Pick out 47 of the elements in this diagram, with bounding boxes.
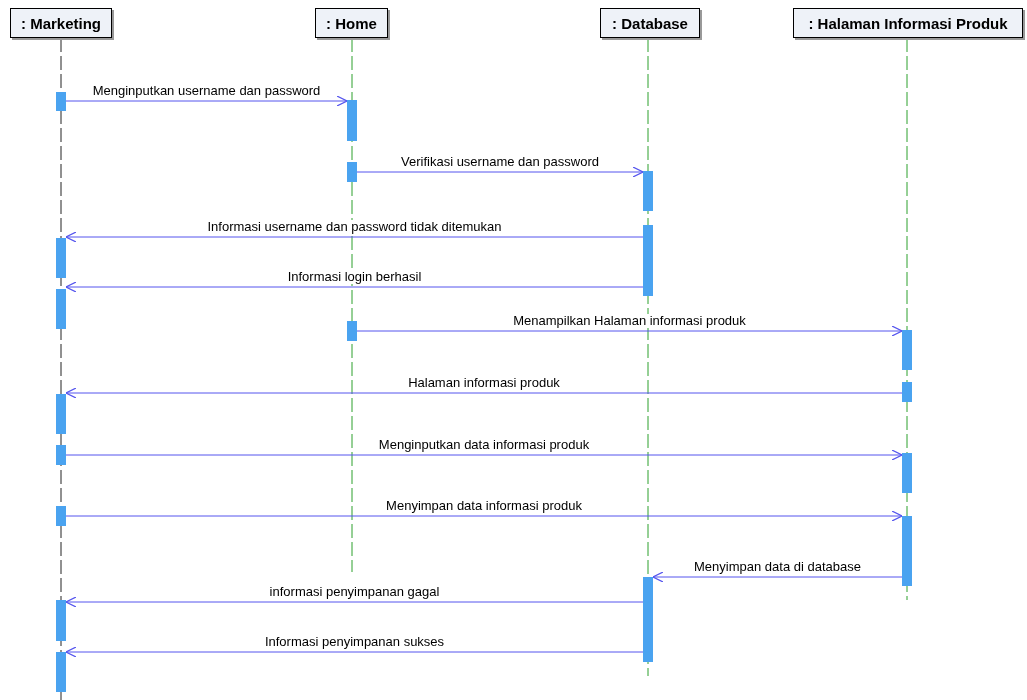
activation-bar	[347, 321, 357, 341]
activation-bar	[56, 652, 66, 692]
activation-bar	[643, 577, 653, 662]
message-label: Informasi username dan password tidak ditemukan	[205, 220, 504, 234]
message-arrow	[65, 646, 644, 658]
message-arrow	[65, 596, 644, 608]
message-arrow	[356, 325, 903, 337]
message-arrow	[65, 387, 903, 399]
message-label: Menginputkan data informasi produk	[376, 438, 592, 452]
activation-bar	[347, 162, 357, 182]
activation-bar	[643, 171, 653, 211]
lifeline-header	[10, 8, 112, 38]
activation-bar	[56, 289, 66, 329]
message-arrow	[356, 166, 644, 178]
activation-bar	[643, 225, 653, 296]
activation-bar	[902, 516, 912, 586]
activation-bar	[56, 600, 66, 641]
activation-bar	[902, 330, 912, 370]
message-label: Menginputkan username dan password	[90, 84, 323, 98]
lifeline-title: : Database	[612, 14, 688, 32]
message-label: informasi penyimpanan gagal	[267, 585, 442, 599]
message-label: Menampilkan Halaman informasi produk	[511, 314, 748, 328]
message-arrow	[65, 449, 903, 461]
lifeline-title: : Halaman Informasi Produk	[808, 14, 1008, 32]
activation-bar	[56, 238, 66, 278]
message-label: Verifikasi username dan password	[399, 155, 601, 169]
message-arrow	[65, 95, 348, 107]
message-label: Informasi login berhasil	[285, 270, 424, 284]
message-label: Menyimpan data di database	[692, 560, 863, 574]
message-arrow	[65, 510, 903, 522]
message-label: Menyimpan data informasi produk	[384, 499, 584, 513]
activation-bar	[56, 445, 66, 465]
lifeline-title: : Marketing	[21, 14, 101, 32]
activation-bar	[56, 506, 66, 526]
activation-bar	[56, 394, 66, 434]
message-label: Halaman informasi produk	[406, 376, 562, 390]
message-arrow	[65, 281, 644, 293]
lifeline-title: : Home	[326, 14, 377, 32]
lifeline-header	[600, 8, 700, 38]
lifeline-header	[793, 8, 1023, 38]
message-arrow	[652, 571, 903, 583]
lifeline-header	[315, 8, 388, 38]
activation-bar	[902, 453, 912, 493]
activation-bar	[902, 382, 912, 402]
activation-bar	[56, 92, 66, 111]
activation-bar	[347, 100, 357, 141]
message-arrow	[65, 231, 644, 243]
